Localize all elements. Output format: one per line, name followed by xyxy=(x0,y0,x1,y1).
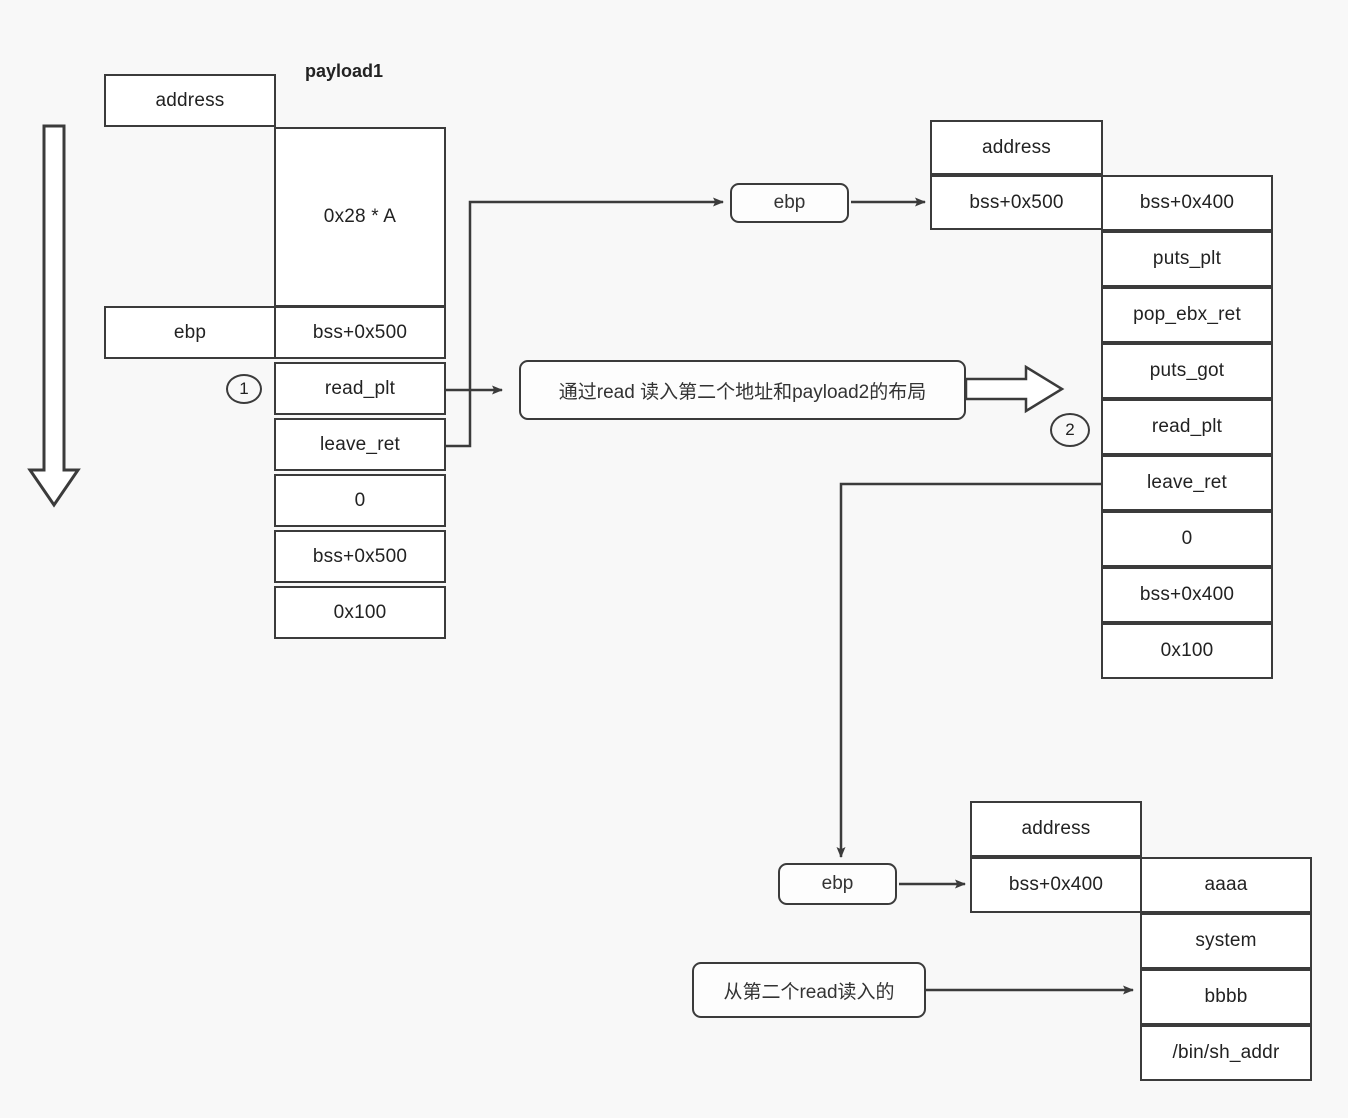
right-stack-row-2: pop_ebx_ret xyxy=(1101,287,1273,343)
bottom-stack-row-0: aaaa xyxy=(1140,857,1312,913)
left-stack-row-3: leave_ret xyxy=(274,418,446,471)
left-stack-row-1: bss+0x500 xyxy=(274,306,446,359)
left-stack-address-header: address xyxy=(104,74,276,127)
left-stack-row-2: read_plt xyxy=(274,362,446,415)
note-read-payload2: 通过read 读入第二个地址和payload2的布局 xyxy=(519,360,966,420)
right-stack-row-4: read_plt xyxy=(1101,399,1273,455)
step-marker-1: 1 xyxy=(226,374,262,404)
ebp-node-top: ebp xyxy=(730,183,849,223)
right-stack-row-3: puts_got xyxy=(1101,343,1273,399)
note-to-stack-hollow-arrow xyxy=(964,364,1065,414)
right-stack-row-5: leave_ret xyxy=(1101,455,1273,511)
bottom-stack-base-label: bss+0x400 xyxy=(970,857,1142,913)
ebp-node-bottom: ebp xyxy=(778,863,897,905)
note-second-read: 从第二个read读入的 xyxy=(692,962,926,1018)
right-stack-row-7: bss+0x400 xyxy=(1101,567,1273,623)
right-stack-row-8: 0x100 xyxy=(1101,623,1273,679)
bottom-stack-row-3: /bin/sh_addr xyxy=(1140,1025,1312,1081)
left-stack-row-4: 0 xyxy=(274,474,446,527)
stack-direction-arrow xyxy=(27,124,81,508)
right-stack-row-0: bss+0x400 xyxy=(1101,175,1273,231)
left-stack-row-6: 0x100 xyxy=(274,586,446,639)
left-stack-ebp-label: ebp xyxy=(104,306,276,359)
bottom-stack-row-2: bbbb xyxy=(1140,969,1312,1025)
step-marker-2: 2 xyxy=(1050,413,1090,447)
bottom-stack-address-header: address xyxy=(970,801,1142,857)
left-stack-row-5: bss+0x500 xyxy=(274,530,446,583)
right-stack-row-1: puts_plt xyxy=(1101,231,1273,287)
right-stack-row-6: 0 xyxy=(1101,511,1273,567)
right-stack-address-header: address xyxy=(930,120,1103,175)
page-title: payload1 xyxy=(305,61,384,81)
bottom-stack-row-1: system xyxy=(1140,913,1312,969)
right-stack-base-label: bss+0x500 xyxy=(930,175,1103,230)
left-stack-row-0: 0x28 * A xyxy=(274,127,446,307)
